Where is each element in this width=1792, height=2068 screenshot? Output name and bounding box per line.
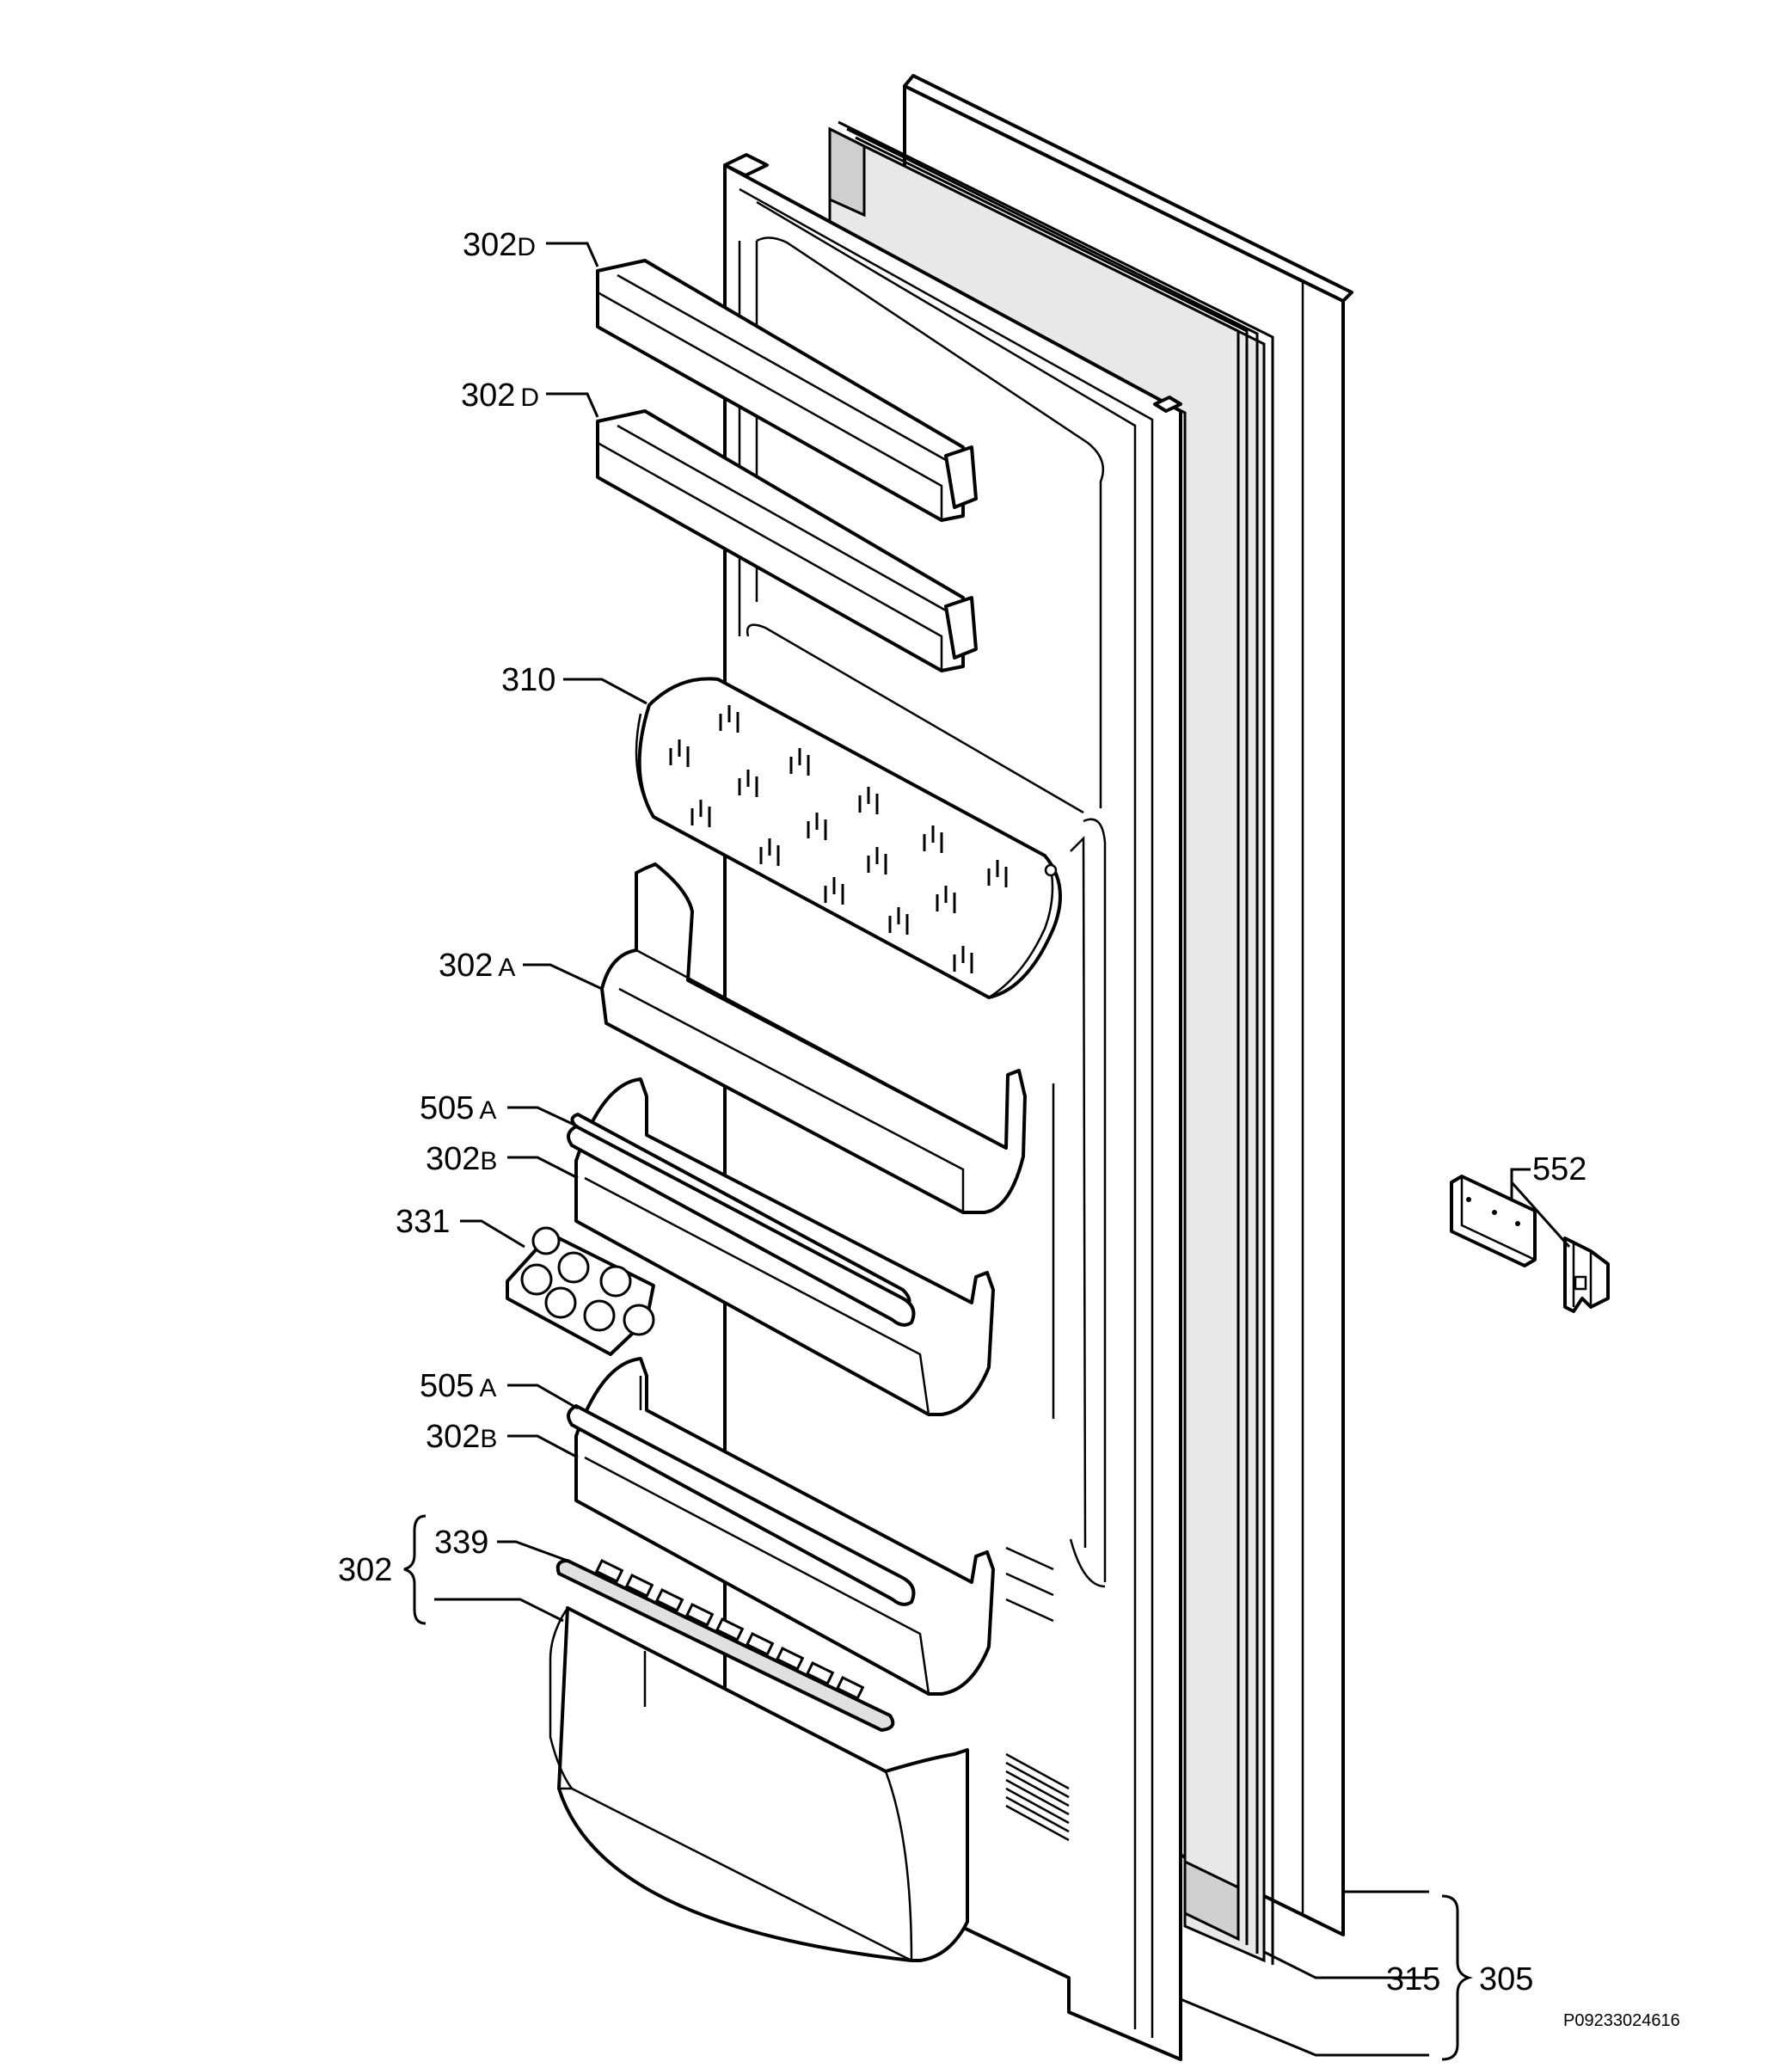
label-339: 339 [434, 1525, 488, 1561]
vent-pattern [669, 705, 1008, 973]
egg-tray-331 [506, 1226, 655, 1356]
label-315: 315 [1386, 1961, 1440, 1997]
bottle-holder-339 [555, 1558, 895, 1732]
door-shelf-302a [600, 862, 1027, 1214]
bottle-retainer-505a-lower [567, 1404, 916, 1606]
label-302d-upper: 302D [463, 227, 536, 263]
hinge-bracket-552 [1450, 1175, 1610, 1313]
dairy-cover-310 [635, 677, 1062, 999]
label-305: 305 [1479, 1961, 1533, 1997]
label-310: 310 [501, 662, 555, 698]
door-shelf-302d-middle [596, 409, 978, 672]
leader-lines [403, 242, 1571, 2061]
label-331: 331 [396, 1204, 450, 1240]
door-shelf-302d-upper [596, 259, 978, 522]
bottle-retainer-505a-upper [567, 1125, 916, 1327]
label-302b-lower: 302B [426, 1419, 497, 1455]
label-552: 552 [1532, 1151, 1586, 1187]
label-302b-upper: 302B [426, 1141, 497, 1177]
bottle-shelf-302 [549, 1606, 969, 1962]
door-gasket [828, 120, 1274, 1965]
drawing-code: P09233024616 [1563, 2011, 1680, 2030]
label-302: 302 [338, 1552, 392, 1588]
